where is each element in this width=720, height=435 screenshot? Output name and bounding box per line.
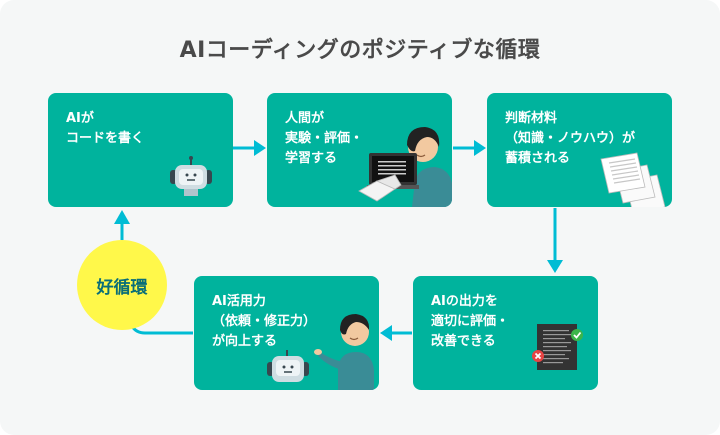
arrow-1-to-2-head xyxy=(254,140,266,156)
step-5-label: AI活用力 （依頼・修正力） が向上する xyxy=(212,294,317,349)
code-review-icon xyxy=(532,324,583,370)
robot-icon xyxy=(170,156,212,196)
arrow-cycle-to-1-head xyxy=(114,210,130,224)
check-icon xyxy=(571,329,583,341)
step-5-box: AI活用力 （依頼・修正力） が向上する xyxy=(194,276,379,390)
step-3-label: 判断材料 （知識・ノウハウ）が 蓄積される xyxy=(505,111,636,166)
person-robot-icon xyxy=(267,314,374,390)
diagram-title: AIコーディングのポジティブな循環 xyxy=(179,38,541,63)
documents-icon xyxy=(600,152,666,207)
step-1-label: AIが コードを書く xyxy=(66,111,145,146)
cycle-label: 好循環 xyxy=(96,277,148,298)
arrow-4-to-5-head xyxy=(380,325,392,341)
step-3-box: 判断材料 （知識・ノウハウ）が 蓄積される xyxy=(487,93,672,207)
step-2-label: 人間が 実験・評価・ 学習する xyxy=(285,111,364,166)
step-4-box: AIの出力を 適切に評価・ 改善できる xyxy=(413,276,598,390)
arrow-3-to-4-head xyxy=(547,260,563,273)
cycle-badge: 好循環 xyxy=(77,240,167,330)
arrow-5-to-cycle-line xyxy=(130,325,193,335)
step-1-box: AIが コードを書く xyxy=(48,93,233,207)
step-2-box: 人間が 実験・評価・ 学習する xyxy=(267,93,452,207)
step-4-label: AIの出力を 適切に評価・ 改善できる xyxy=(431,294,510,349)
arrow-2-to-3-head xyxy=(474,140,486,156)
person-laptop-icon xyxy=(358,127,452,207)
